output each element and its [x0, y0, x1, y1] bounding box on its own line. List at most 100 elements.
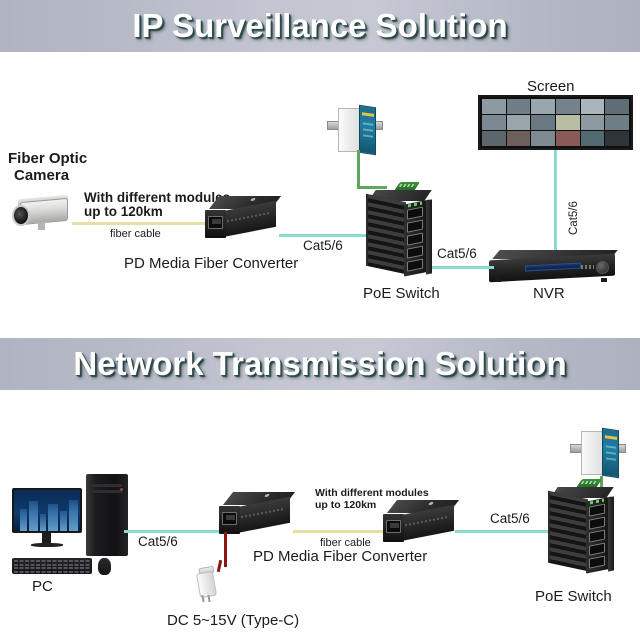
psu-marking	[606, 445, 616, 449]
converter-rj45-port	[222, 512, 237, 525]
poe-heatsink-fins	[548, 490, 588, 572]
banner-ip-surveillance: IP Surveillance Solution	[0, 0, 640, 52]
cable-camera-to-converter	[72, 222, 208, 225]
din-power-supply-top	[327, 104, 387, 157]
converter-label-bottom: PD Media Fiber Converter	[253, 548, 428, 565]
video-cell	[580, 99, 605, 114]
wallpaper-building	[40, 514, 46, 531]
video-cell	[605, 115, 629, 130]
monitor-stand	[42, 533, 51, 544]
monitor-base	[31, 543, 63, 547]
video-cell	[555, 131, 580, 146]
poe-rj45-port	[407, 206, 423, 220]
power-wire-psu-to-switch	[357, 150, 360, 188]
nvr-device	[489, 250, 621, 284]
screen-label: Screen	[527, 78, 575, 95]
camera-mount	[38, 222, 45, 230]
psu-marking	[606, 457, 616, 461]
video-cell	[555, 99, 580, 114]
psu-marking	[363, 134, 373, 138]
cable-converter-to-poe-bottom	[455, 530, 555, 533]
cable-fiber-between-converters	[293, 530, 383, 533]
cable-label-cat5-poe-bottom: Cat5/6	[490, 511, 530, 526]
fiber-optic-camera	[8, 192, 80, 234]
poe-switch-label-top: PoE Switch	[363, 285, 440, 302]
monitor-bezel	[12, 488, 82, 533]
video-cell	[531, 99, 555, 114]
tower-drive-bay	[92, 484, 122, 487]
wallpaper-building	[29, 501, 38, 531]
banner-ip-surveillance-title: IP Surveillance Solution	[132, 7, 508, 44]
fiber-range-label-line1: With different modules	[84, 190, 231, 205]
fiber-cable-label: fiber cable	[110, 228, 161, 240]
power-wire-psu-bottom-vertical	[600, 476, 603, 489]
video-cell	[605, 131, 629, 146]
nvr-foot	[495, 278, 501, 282]
cable-screen-to-nvr	[554, 150, 557, 250]
camera-label-line1: Fiber Optic	[8, 150, 88, 167]
pd-media-fiber-converter-left	[219, 492, 296, 538]
pc-monitor	[12, 488, 84, 548]
converter-rj45-port	[386, 520, 401, 533]
keyboard-row	[14, 563, 90, 566]
pc-keyboard[interactable]	[12, 558, 92, 574]
banner-network-transmission-title: Network Transmission Solution	[73, 345, 567, 382]
pc-label: PC	[32, 578, 53, 595]
poe-switch-bottom	[548, 479, 626, 583]
banner-network-transmission: Network Transmission Solution	[0, 338, 640, 390]
cable-poe-to-nvr	[432, 266, 494, 269]
dc-input-label: DC 5~15V (Type-C)	[167, 612, 300, 629]
video-wall-screen	[478, 95, 633, 150]
video-cell	[531, 115, 555, 130]
din-power-supply-bottom	[570, 427, 630, 480]
pc-tower	[86, 474, 128, 556]
poe-mounting-ear	[426, 199, 432, 275]
poe-rj45-port	[589, 542, 605, 556]
poe-switch-top	[366, 182, 436, 280]
poe-switch-label-bottom: PoE Switch	[535, 588, 612, 605]
video-cell	[506, 99, 531, 114]
cable-label-cat5-left: Cat5/6	[303, 238, 343, 253]
poe-rj45-port	[589, 503, 605, 517]
video-cell	[531, 131, 555, 146]
video-cell	[482, 131, 506, 146]
wallpaper-building	[60, 511, 67, 531]
converter-rj45-port	[208, 216, 223, 229]
keyboard-row	[14, 567, 90, 569]
poe-rj45-port	[407, 219, 423, 233]
poe-port-column	[589, 503, 606, 569]
poe-rj45-port	[589, 529, 605, 543]
psu-marking	[606, 451, 616, 455]
adapter-brick	[195, 570, 218, 599]
cable-converter-to-poe	[279, 234, 372, 237]
psu-front-panel	[602, 427, 619, 479]
camera-label-line2: Camera	[14, 167, 70, 184]
fiber-range-label2-line2: up to 120km	[315, 499, 377, 511]
pc-mouse[interactable]	[98, 558, 111, 575]
video-cell	[506, 115, 531, 130]
nvr-foot	[601, 278, 607, 282]
wallpaper-building	[20, 509, 27, 531]
wallpaper-building	[48, 504, 58, 531]
wallpaper-building	[69, 500, 78, 531]
video-cell	[482, 99, 506, 114]
video-cell	[605, 99, 629, 114]
fiber-cable-label2: fiber cable	[320, 537, 371, 549]
cable-label-cat5-right: Cat5/6	[437, 246, 477, 261]
pd-media-fiber-converter-right	[383, 500, 460, 546]
video-cell	[506, 131, 531, 146]
video-cell	[580, 131, 605, 146]
tower-power-led	[120, 488, 123, 491]
nvr-label: NVR	[533, 285, 565, 302]
fiber-range-label2-line1: With different modules	[315, 487, 429, 499]
psu-marking	[363, 128, 373, 132]
poe-mounting-ear	[608, 496, 614, 572]
poe-rj45-port	[407, 232, 423, 246]
fiber-range-label-line2: up to 120km	[84, 204, 163, 219]
poe-heatsink-fins	[366, 193, 406, 275]
monitor-screen	[14, 490, 80, 531]
poe-rj45-port	[407, 245, 423, 259]
poe-rj45-port	[589, 516, 605, 530]
converter-label-top: PD Media Fiber Converter	[124, 255, 299, 272]
